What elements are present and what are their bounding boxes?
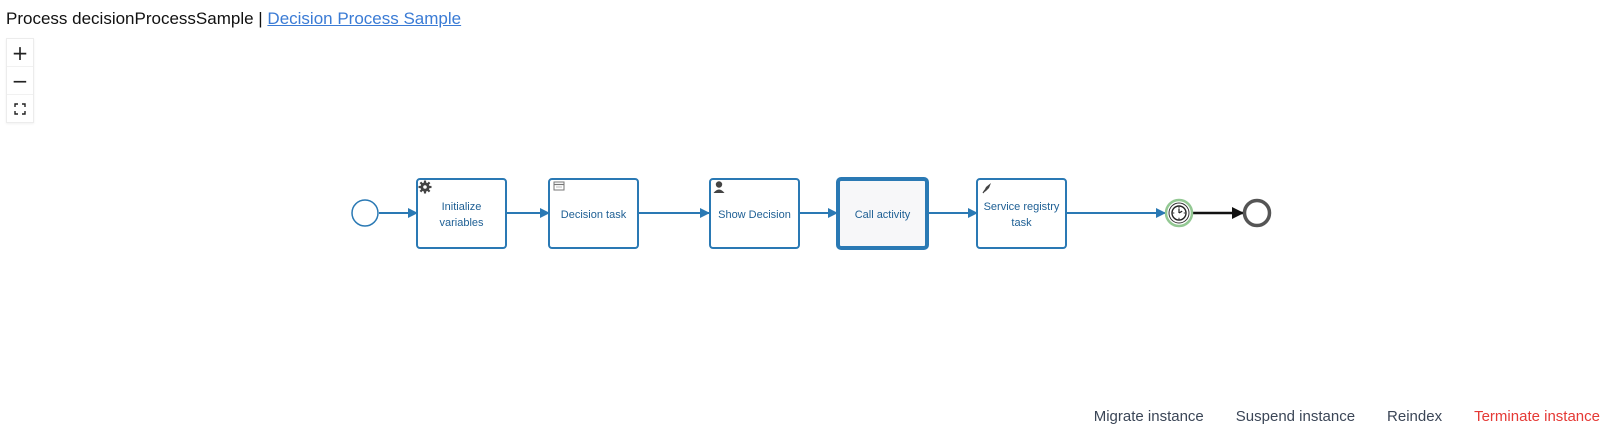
task-show-decision[interactable]: Show Decision: [709, 178, 800, 249]
rocket-icon: [982, 183, 991, 194]
gear-icon: [418, 180, 432, 194]
process-title: Process decisionProcessSample |: [6, 9, 268, 28]
task-label: Show Decision: [718, 209, 791, 221]
instance-actions: Migrate instance Suspend instance Reinde…: [1094, 408, 1600, 425]
task-label: Decision task: [561, 209, 627, 221]
migrate-instance-button[interactable]: Migrate instance: [1093, 408, 1204, 425]
task-label-line1: Service registry: [984, 201, 1060, 213]
table-icon: [553, 181, 565, 191]
call-activity[interactable]: Call activity: [836, 177, 929, 250]
zoom-controls: + −: [6, 38, 34, 123]
fit-to-screen-button[interactable]: [7, 94, 33, 122]
task-label-line2: task: [1011, 217, 1032, 229]
process-definition-link[interactable]: Decision Process Sample: [267, 9, 462, 28]
task-service-registry[interactable]: Service registry task: [976, 178, 1067, 249]
task-label-line1: Initialize: [442, 201, 482, 213]
fullscreen-icon: [14, 102, 26, 115]
zoom-out-button[interactable]: −: [7, 66, 33, 94]
reindex-button[interactable]: Reindex: [1387, 408, 1443, 425]
timer-event[interactable]: [1164, 198, 1194, 228]
start-event[interactable]: [351, 199, 379, 227]
task-label: Call activity: [855, 209, 911, 221]
suspend-instance-button[interactable]: Suspend instance: [1235, 408, 1356, 425]
bpmn-diagram: Initialize variables Decision task Show …: [351, 177, 1272, 250]
clock-icon: [1171, 205, 1187, 221]
end-event[interactable]: [1242, 198, 1272, 228]
user-icon: [713, 181, 725, 193]
task-initialize-variables[interactable]: Initialize variables: [416, 178, 507, 249]
task-label-line2: variables: [439, 217, 484, 229]
page-title: Process decisionProcessSample | Decision…: [6, 9, 461, 29]
zoom-in-button[interactable]: +: [11, 40, 29, 65]
terminate-instance-button[interactable]: Terminate instance: [1474, 408, 1600, 425]
task-decision[interactable]: Decision task: [548, 178, 639, 249]
